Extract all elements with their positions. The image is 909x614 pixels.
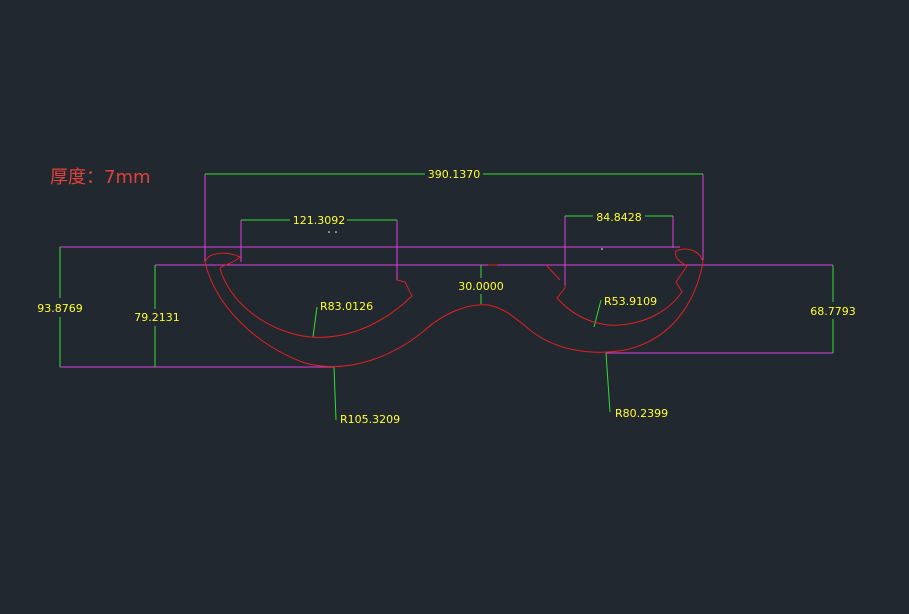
left-outer-radius-leader — [333, 366, 337, 421]
right-outer-radius-leader — [605, 352, 611, 413]
left-lens-opening — [219, 267, 413, 338]
vertex-marker — [335, 231, 337, 233]
right-lens-opening — [556, 265, 688, 326]
right-lens-width-label: 84.8428 — [596, 211, 642, 224]
left-hinge-hook — [204, 252, 241, 269]
outer-frame-contour — [204, 261, 704, 367]
right-lens-notch — [545, 264, 561, 281]
right-outer-radius-label: R80.2399 — [615, 407, 668, 420]
vertex-marker — [328, 231, 330, 233]
right-hinge-hook — [675, 248, 704, 267]
left-inner-height-label: 79.2131 — [134, 311, 180, 324]
left-outer-height-label: 93.8769 — [37, 302, 83, 315]
right-height-label: 68.7793 — [810, 305, 856, 318]
overall-width-label: 390.1370 — [428, 168, 481, 181]
left-lens-width-label: 121.3092 — [293, 214, 346, 227]
left-outer-radius-label: R105.3209 — [340, 413, 400, 426]
right-inner-radius-label: R53.9109 — [604, 295, 657, 308]
left-inner-radius-leader — [312, 306, 318, 338]
vertex-marker — [601, 248, 603, 250]
left-inner-radius-label: R83.0126 — [320, 300, 373, 313]
bridge-height-label: 30.0000 — [458, 280, 504, 293]
thickness-title: 厚度：7mm — [50, 167, 151, 188]
glasses-outline — [204, 248, 704, 367]
dimension-lines — [59, 173, 834, 421]
extension-lines — [60, 174, 833, 368]
